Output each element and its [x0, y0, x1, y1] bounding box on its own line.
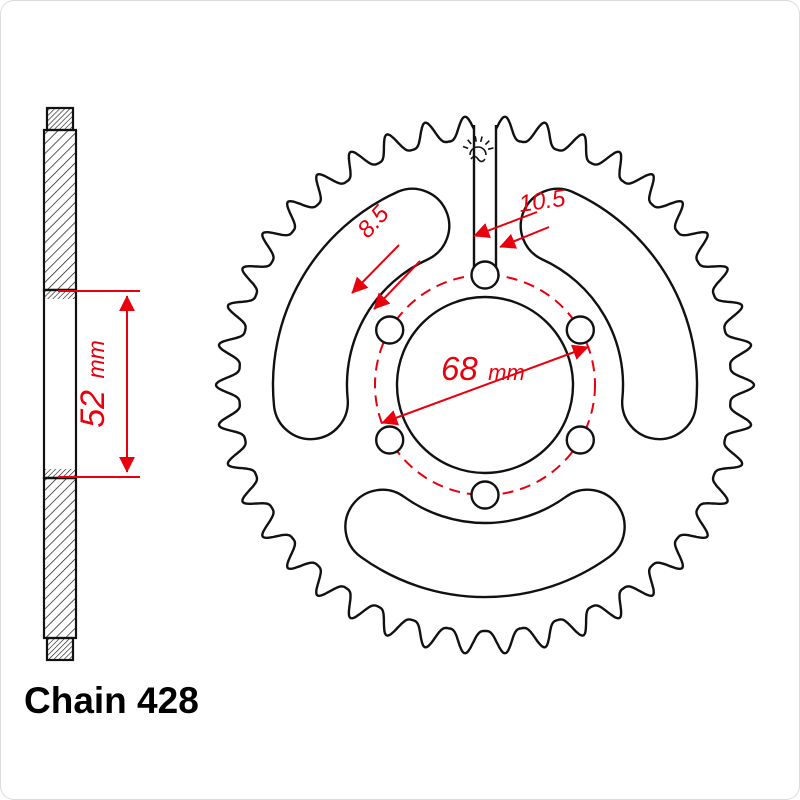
- lightening-cutout: [344, 488, 626, 599]
- bolt-hole: [565, 315, 595, 345]
- bolt-hole: [375, 315, 405, 345]
- hub-length-label: 52 mm: [74, 340, 112, 428]
- bolt-hole: [375, 425, 405, 455]
- side-view-hub-band-top: [44, 290, 76, 299]
- bolt-circle-label: 68 mm: [441, 350, 525, 387]
- leader-line: [473, 211, 538, 239]
- sun-disc: [469, 146, 487, 156]
- lightening-cutout: [519, 187, 699, 441]
- side-view-upper-rim: [42, 128, 78, 292]
- lightening-cutout: [271, 187, 451, 441]
- leader-line: [373, 260, 421, 310]
- side-section-view: [42, 106, 78, 662]
- side-view-lower-rim: [42, 476, 78, 640]
- chain-spec-label: Chain 428: [24, 680, 199, 721]
- side-view-hub-band-bottom: [44, 469, 76, 478]
- side-view-top-cap: [45, 106, 75, 132]
- leader-line: [499, 226, 550, 249]
- front-view: [214, 110, 756, 655]
- bolt-hole: [470, 480, 500, 510]
- slot-width-label: 10.5: [517, 185, 568, 218]
- dim-hub-length: [58, 290, 140, 478]
- dim-slot-width: [473, 211, 550, 249]
- dim-hole-diameter: [351, 244, 421, 310]
- sun-rays: [462, 136, 494, 151]
- bolt-hole: [470, 260, 500, 290]
- side-view-hub: [42, 288, 78, 480]
- side-view-bottom-cap: [45, 636, 75, 662]
- leader-line: [351, 244, 400, 294]
- sun-logo-icon: [462, 136, 494, 163]
- dim-bolt-circle: [381, 344, 589, 426]
- sun-waves: [470, 155, 486, 163]
- bolt-hole: [565, 425, 595, 455]
- slot-mask: [474, 110, 496, 266]
- dimension-line: [381, 344, 589, 426]
